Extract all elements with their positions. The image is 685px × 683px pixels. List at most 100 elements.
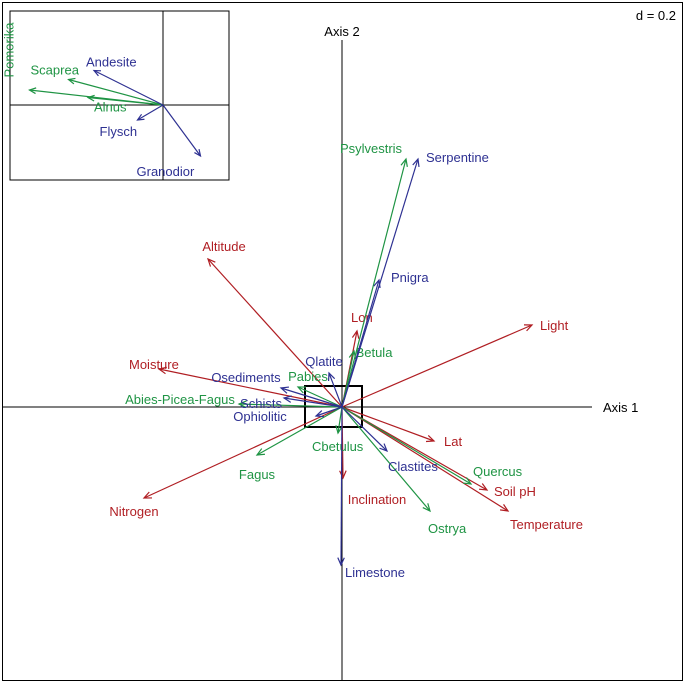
arrowhead-lat bbox=[425, 434, 436, 443]
vector-line-pabies bbox=[297, 386, 343, 408]
arrowhead-cbetulus bbox=[335, 425, 343, 435]
vector-line-schists bbox=[283, 397, 343, 408]
arrowhead-clastites bbox=[379, 443, 389, 453]
arrowhead-altitude bbox=[207, 257, 216, 267]
vector-quercus: Quercus bbox=[341, 406, 523, 485]
inset-vector-label-granodior: Granodior bbox=[137, 164, 195, 179]
vector-label-ostrya: Ostrya bbox=[428, 521, 467, 536]
vector-line-qlatite bbox=[328, 372, 343, 408]
vector-soil-ph: Soil pH bbox=[341, 406, 536, 499]
vector-line-ophiolitic bbox=[315, 406, 343, 417]
arrowhead-soil-ph bbox=[478, 483, 489, 491]
vector-line-ostrya bbox=[341, 406, 431, 512]
vector-line-pnigra bbox=[341, 279, 380, 408]
vector-inclination: Inclination bbox=[339, 406, 407, 507]
inset-vector-label-andesite: Andesite bbox=[86, 55, 137, 70]
arrowhead-schists bbox=[282, 395, 292, 403]
vector-betula: Betula bbox=[341, 345, 394, 408]
vector-limestone: Limestone bbox=[337, 406, 405, 580]
arrowhead-light bbox=[523, 324, 534, 332]
vector-label-light: Light bbox=[540, 318, 569, 333]
inset-arrowhead-andesite bbox=[92, 69, 102, 77]
arrowhead-serpentine bbox=[412, 157, 420, 168]
vector-label-osediments: Osediments bbox=[211, 370, 281, 385]
vector-label-soil-ph: Soil pH bbox=[494, 484, 536, 499]
vector-label-abies-picea-fagus: Abies-Picea-Fagus bbox=[125, 392, 235, 407]
vector-pnigra: Pnigra bbox=[341, 270, 429, 408]
inset-vector-label-alnus: Alnus bbox=[94, 100, 127, 115]
vector-label-qlatite: Qlatite bbox=[305, 354, 343, 369]
vector-clastites: Clastites bbox=[341, 406, 438, 474]
vector-label-schists: Schists bbox=[240, 396, 282, 411]
arrowhead-quercus bbox=[462, 477, 473, 485]
vector-label-inclination: Inclination bbox=[348, 492, 407, 507]
vector-ophiolitic: Ophiolitic bbox=[233, 406, 343, 424]
inset-vector-line-granodior bbox=[162, 104, 201, 157]
vector-moisture: Moisture bbox=[129, 357, 343, 408]
arrowhead-psylvestris bbox=[400, 157, 408, 167]
arrowhead-fagus bbox=[255, 448, 266, 456]
vector-label-clastites: Clastites bbox=[388, 459, 438, 474]
vector-line-clastites bbox=[341, 406, 388, 452]
inset-arrowhead-flysch bbox=[136, 113, 145, 121]
inset-arrowhead-pomorika bbox=[28, 87, 37, 95]
inset-arrowhead-alnus bbox=[86, 94, 95, 102]
vector-ostrya: Ostrya bbox=[341, 406, 467, 536]
vector-temperature: Temperature bbox=[341, 406, 583, 532]
inset-vector-line-scaprea bbox=[68, 78, 164, 106]
scale-label: d = 0.2 bbox=[636, 8, 676, 23]
vector-label-lat: Lat bbox=[444, 434, 462, 449]
arrowhead-betula bbox=[348, 349, 357, 359]
inset-vector-flysch: Flysch bbox=[100, 104, 164, 139]
vector-label-pabies: Pabies bbox=[288, 369, 328, 384]
vector-label-moisture: Moisture bbox=[129, 357, 179, 372]
vector-line-osediments bbox=[280, 387, 343, 408]
vector-line-moisture bbox=[158, 368, 343, 408]
vector-lat: Lat bbox=[341, 406, 462, 449]
arrowhead-qlatite bbox=[327, 371, 336, 382]
arrowhead-pabies bbox=[296, 386, 307, 394]
arrowhead-limestone bbox=[337, 557, 345, 567]
vector-pabies: Pabies bbox=[288, 369, 343, 408]
vector-label-betula: Betula bbox=[356, 345, 394, 360]
vector-label-cbetulus: Cbetulus bbox=[312, 439, 364, 454]
vector-label-fagus: Fagus bbox=[239, 467, 276, 482]
vector-psylvestris: Psylvestris bbox=[340, 141, 408, 408]
inset-vector-line-andesite bbox=[93, 69, 164, 106]
vector-qlatite: Qlatite bbox=[305, 354, 343, 408]
vector-line-limestone bbox=[340, 406, 343, 566]
arrowhead-abies-picea-fagus bbox=[237, 400, 247, 409]
inset-arrowhead-granodior bbox=[194, 149, 202, 158]
arrowhead-lon bbox=[351, 329, 360, 339]
inset-frame bbox=[9, 10, 230, 181]
inset-vector-label-pomorika: Pomorika bbox=[2, 22, 17, 78]
vector-line-abies-picea-fagus bbox=[238, 403, 343, 408]
vector-line-light bbox=[341, 324, 533, 408]
arrowhead-pnigra bbox=[373, 278, 381, 289]
vector-line-betula bbox=[341, 350, 355, 408]
vector-schists: Schists bbox=[240, 395, 343, 411]
vector-label-ophiolitic: Ophiolitic bbox=[233, 409, 287, 424]
arrowhead-temperature bbox=[499, 504, 510, 512]
vector-label-psylvestris: Psylvestris bbox=[340, 141, 403, 156]
inset-vector-line-flysch bbox=[137, 104, 164, 121]
vector-fagus: Fagus bbox=[239, 406, 343, 482]
vector-label-temperature: Temperature bbox=[510, 517, 583, 532]
vector-label-serpentine: Serpentine bbox=[426, 150, 489, 165]
vector-label-altitude: Altitude bbox=[202, 239, 245, 254]
inset-vector-label-scaprea: Scaprea bbox=[31, 63, 80, 78]
arrowhead-osediments bbox=[279, 386, 290, 394]
inset-vector-andesite: Andesite bbox=[86, 55, 164, 106]
vector-line-nitrogen bbox=[143, 406, 343, 499]
vector-line-psylvestris bbox=[341, 158, 407, 408]
vector-label-quercus: Quercus bbox=[473, 464, 523, 479]
vector-line-fagus bbox=[256, 406, 343, 456]
inset-arrowhead-scaprea bbox=[67, 77, 76, 85]
axis-1-label: Axis 1 bbox=[603, 400, 638, 415]
vector-cbetulus: Cbetulus bbox=[312, 406, 364, 454]
